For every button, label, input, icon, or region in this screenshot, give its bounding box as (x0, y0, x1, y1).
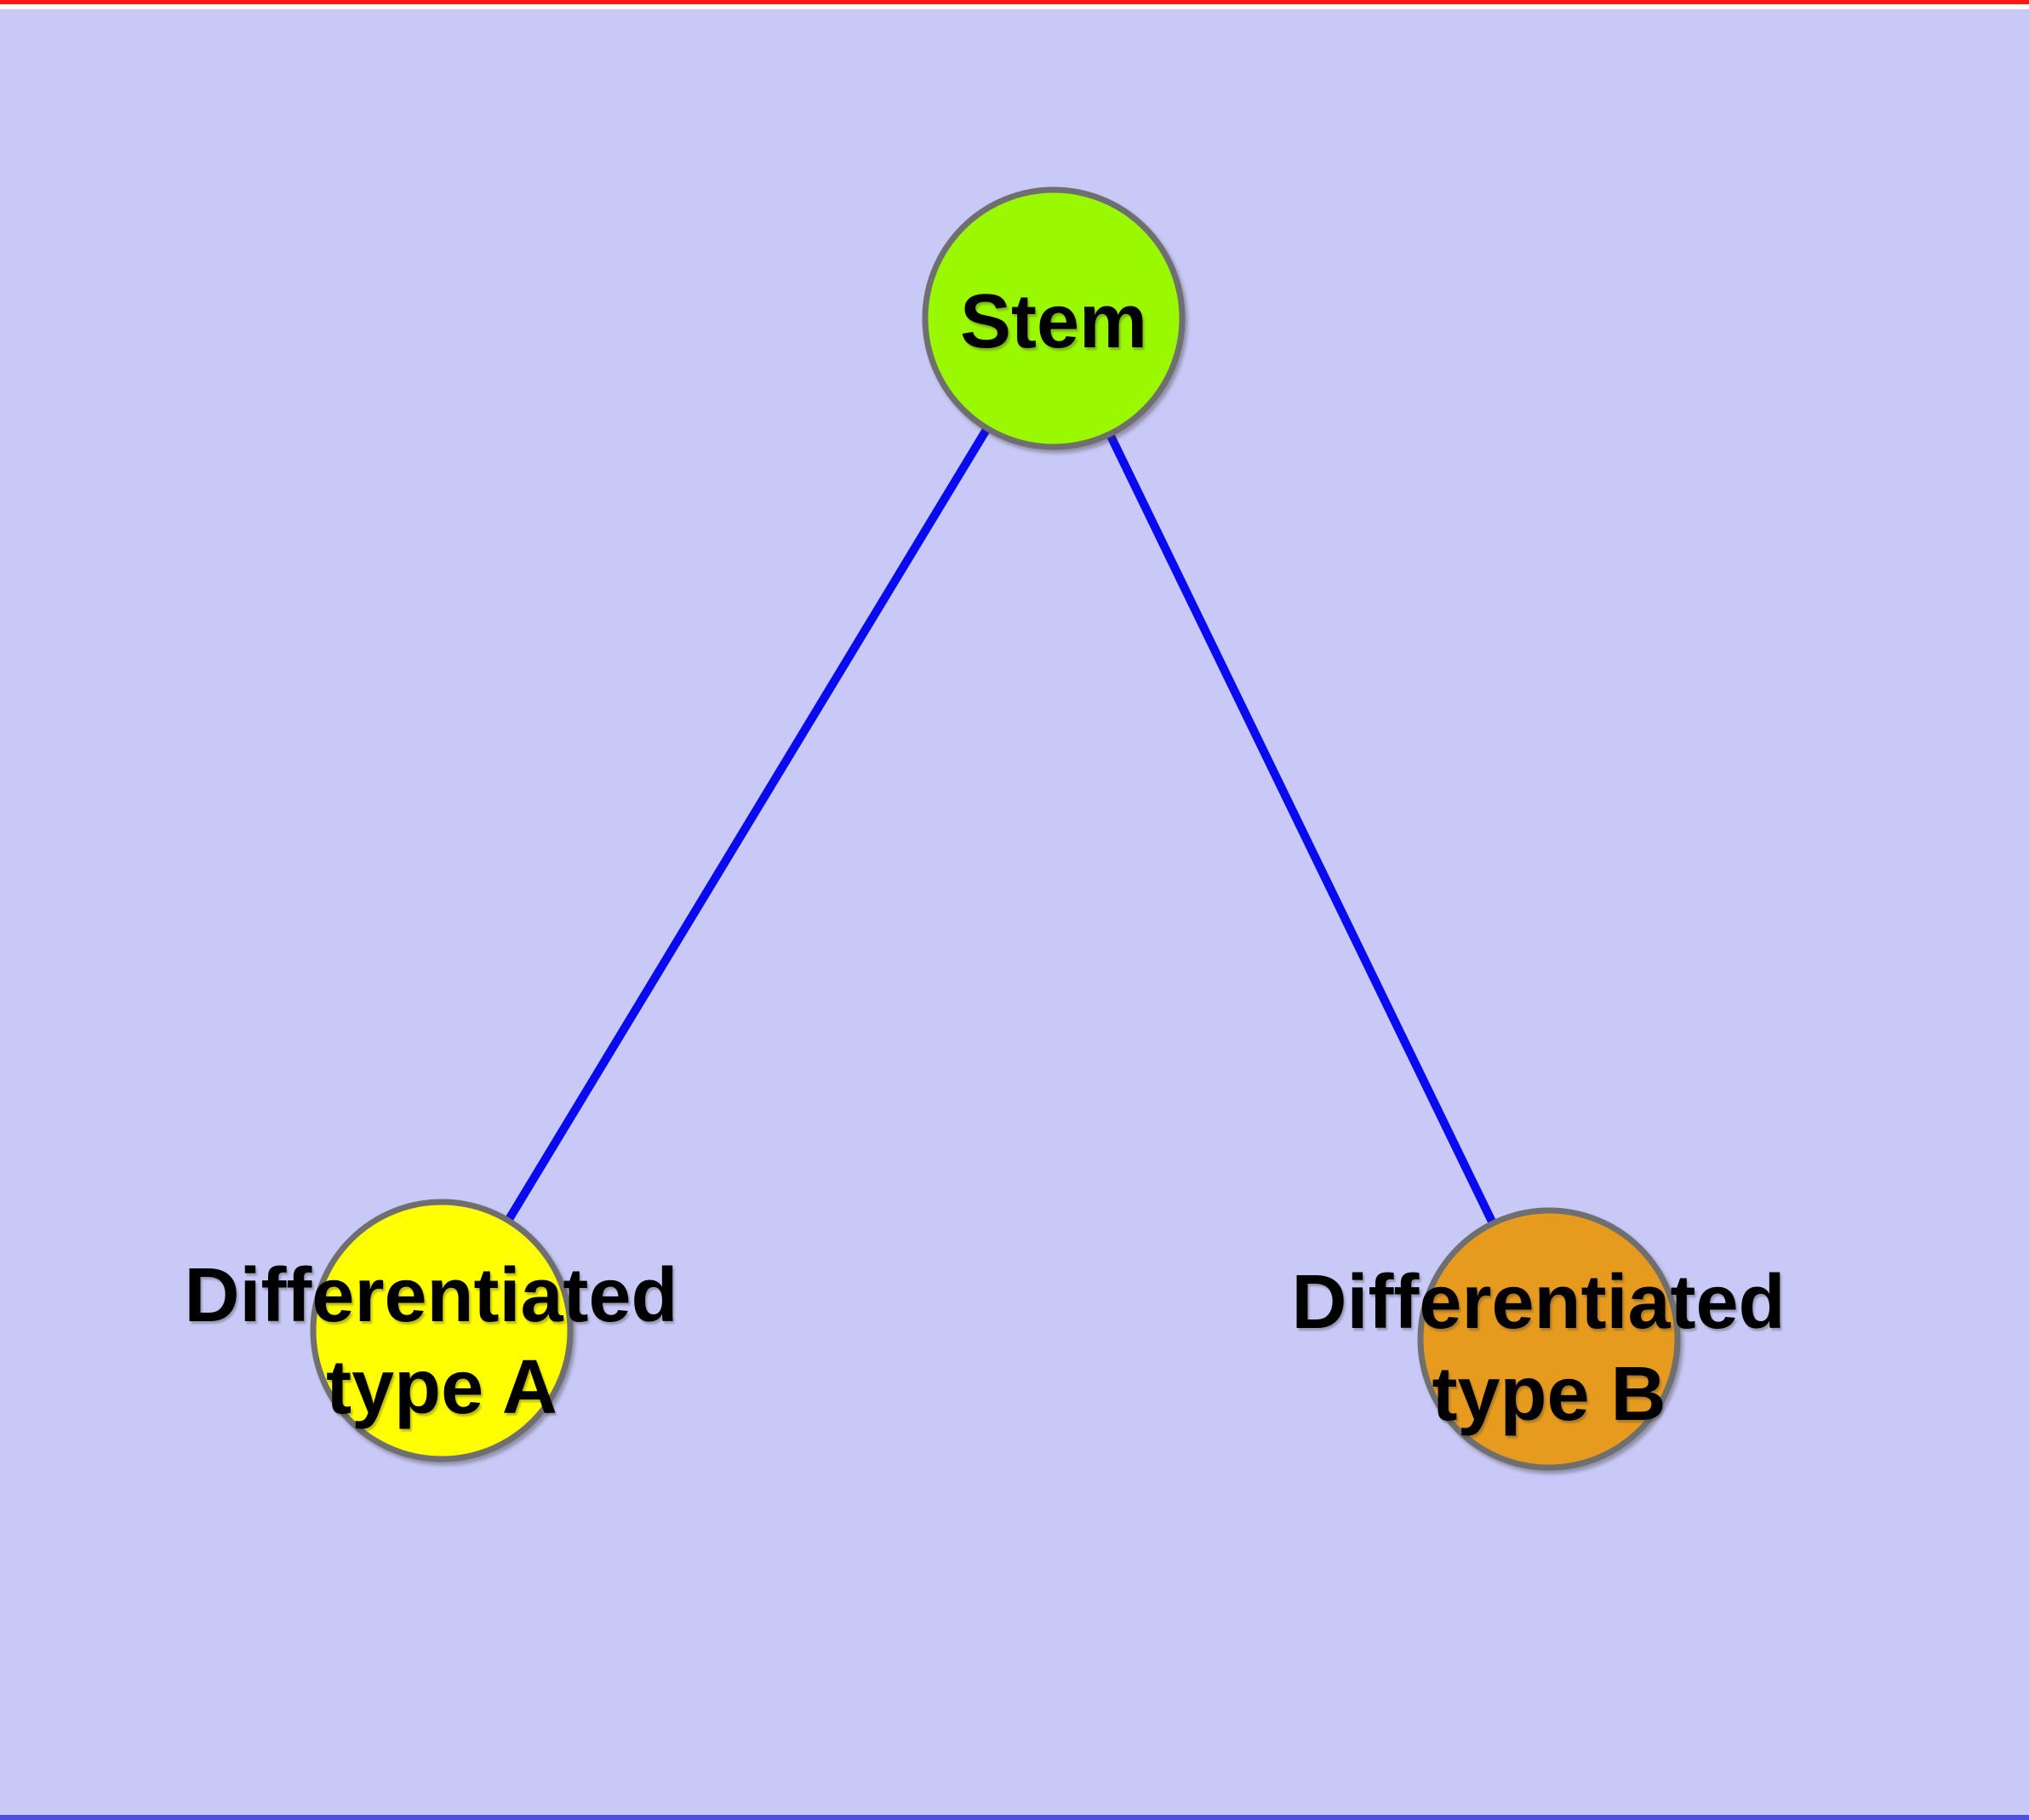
node-type-b-label: Differentiated type B (1291, 1260, 1806, 1437)
node-type-b-label-line2: type B (1432, 1352, 1666, 1437)
edge-stem-to-type-b (1049, 314, 1553, 1343)
top-edge-white-gap (0, 4, 2029, 9)
node-type-a-label-line1: Differentiated (184, 1253, 677, 1338)
node-type-a-label-line2: type A (326, 1345, 557, 1430)
node-stem-label: Stem (960, 279, 1147, 364)
node-type-b-label-line1: Differentiated (1291, 1260, 1785, 1345)
edge-stem-to-type-a (437, 314, 1058, 1335)
bottom-edge-blue-line (0, 1815, 2029, 1820)
node-differentiated-type-b[interactable] (1417, 1207, 1681, 1471)
node-type-a-label: Differentiated type A (184, 1253, 699, 1430)
node-differentiated-type-a[interactable] (310, 1199, 574, 1462)
node-stem[interactable] (922, 186, 1186, 450)
top-edge-red-line (0, 0, 2029, 4)
